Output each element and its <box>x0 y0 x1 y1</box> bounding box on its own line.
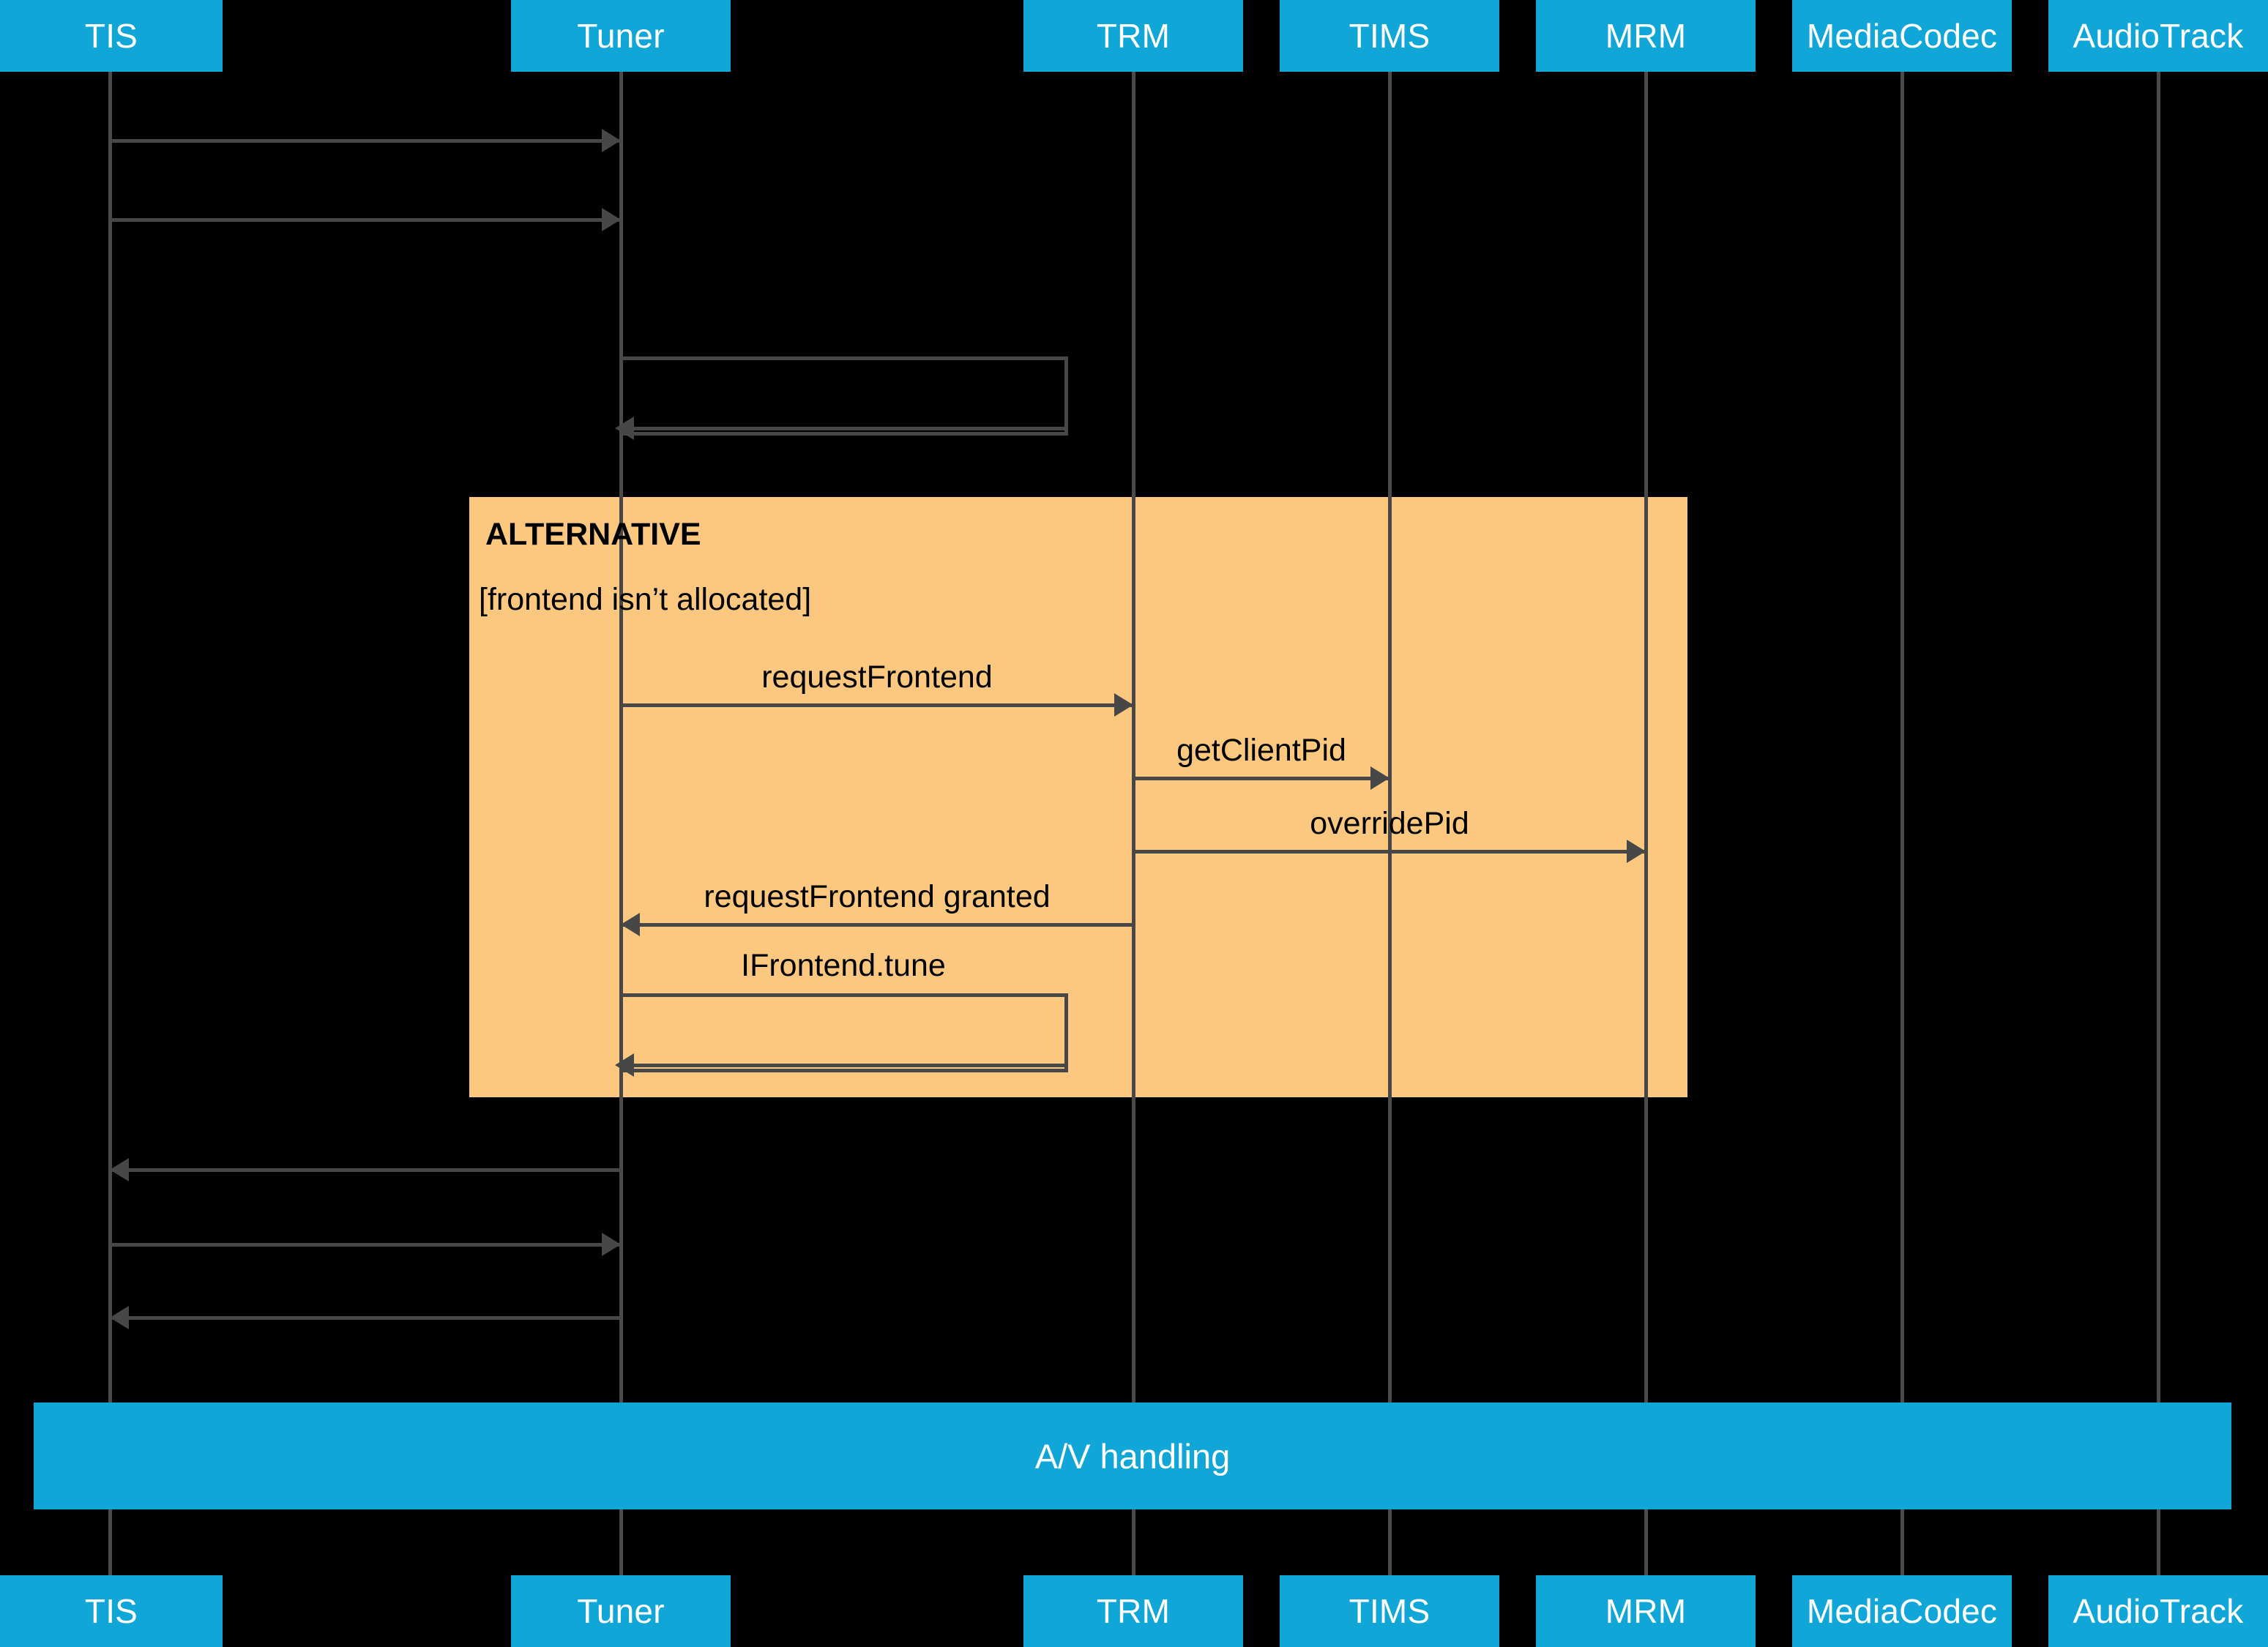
actor-footer-audiotrack[interactable]: AudioTrack <box>2048 1575 2268 1647</box>
alt-fragment-title: ALTERNATIVE <box>485 517 701 552</box>
self-call-box-m8 <box>619 993 1068 1072</box>
message-line-m6 <box>1133 850 1646 854</box>
message-line-m9 <box>110 1168 621 1172</box>
arrow-head-m10 <box>602 1233 621 1256</box>
message-line-m11 <box>110 1316 621 1320</box>
message-label-m6: overridePid <box>1310 806 1469 841</box>
message-line-m7 <box>621 923 1133 927</box>
alt-fragment-box <box>469 497 1687 1097</box>
arrow-head-m11 <box>110 1306 129 1329</box>
actor-header-tims[interactable]: TIMS <box>1280 0 1499 72</box>
actor-footer-mrm[interactable]: MRM <box>1536 1575 1756 1647</box>
lifeline-overlay-mrm <box>1644 497 1648 1097</box>
message-line-m8 <box>631 1064 1066 1067</box>
message-line-m5 <box>1133 777 1389 780</box>
arrow-head-m3 <box>615 417 634 440</box>
message-label-m5: getClientPid <box>1176 733 1346 768</box>
message-label-m4: requestFrontend <box>761 660 993 695</box>
arrow-head-m1 <box>602 129 621 152</box>
message-line-m3 <box>631 427 1066 430</box>
lifeline-overlay-tims <box>1388 497 1392 1097</box>
lifeline-overlay-trm <box>1132 497 1135 1097</box>
actor-header-tis[interactable]: TIS <box>0 0 223 72</box>
actor-footer-mediacodec[interactable]: MediaCodec <box>1792 1575 2012 1647</box>
alt-fragment-condition: [frontend isn’t allocated] <box>479 582 812 617</box>
arrow-head-m9 <box>110 1158 129 1181</box>
actor-footer-tuner[interactable]: Tuner <box>511 1575 731 1647</box>
actor-header-audiotrack[interactable]: AudioTrack <box>2048 0 2268 72</box>
actor-header-tuner[interactable]: Tuner <box>511 0 731 72</box>
lifeline-overlay-tuner <box>619 497 623 1097</box>
message-line-m2 <box>110 218 621 222</box>
arrow-head-m5 <box>1370 766 1389 790</box>
arrow-head-m7 <box>621 913 640 936</box>
arrow-head-m8 <box>615 1053 634 1077</box>
message-line-m1 <box>110 139 621 143</box>
lifeline-mediacodec <box>1900 72 1904 1575</box>
message-label-m7: requestFrontend granted <box>704 879 1051 914</box>
arrow-head-m6 <box>1627 840 1646 863</box>
actor-header-mediacodec[interactable]: MediaCodec <box>1792 0 2012 72</box>
lifeline-tis <box>108 72 112 1575</box>
actor-header-trm[interactable]: TRM <box>1023 0 1243 72</box>
message-line-m10 <box>110 1243 621 1247</box>
message-line-m4 <box>621 703 1133 707</box>
arrow-head-m4 <box>1114 693 1133 717</box>
lifeline-audiotrack <box>2157 72 2160 1575</box>
actor-header-mrm[interactable]: MRM <box>1536 0 1756 72</box>
message-label-m8: IFrontend.tune <box>741 948 946 983</box>
actor-footer-tims[interactable]: TIMS <box>1280 1575 1499 1647</box>
actor-footer-trm[interactable]: TRM <box>1023 1575 1243 1647</box>
arrow-head-m2 <box>602 208 621 231</box>
actor-footer-tis[interactable]: TIS <box>0 1575 223 1647</box>
av-handling-band[interactable]: A/V handling <box>34 1403 2231 1509</box>
self-call-box-m3 <box>619 356 1068 436</box>
